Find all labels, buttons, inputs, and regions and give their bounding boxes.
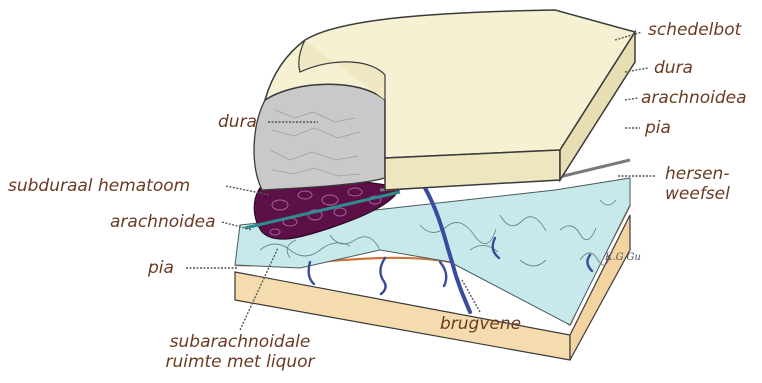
label-brugvene: brugvene (440, 314, 521, 334)
label-pia-left: pia (148, 258, 174, 278)
label-dura-left: dura (218, 112, 257, 132)
label-schedelbot: schedelbot (648, 20, 741, 40)
label-subduraal-hematoom: subduraal hematoom (8, 176, 190, 196)
label-arachnoidea-left: arachnoidea (110, 212, 216, 232)
label-dura-right: dura (654, 58, 693, 78)
artist-signature: K.G.Gu (605, 252, 641, 263)
label-hersenweefsel-2: weefsel (665, 184, 730, 204)
label-hersenweefsel-1: hersen- (665, 164, 729, 184)
dura-flap (254, 84, 385, 190)
label-subarachnoidale-1: subarachnoidale (140, 332, 340, 352)
label-subarachnoidale-2: ruimte met liquor (140, 352, 340, 372)
label-pia-right: pia (645, 118, 671, 138)
label-arachnoidea-right: arachnoidea (641, 88, 747, 108)
